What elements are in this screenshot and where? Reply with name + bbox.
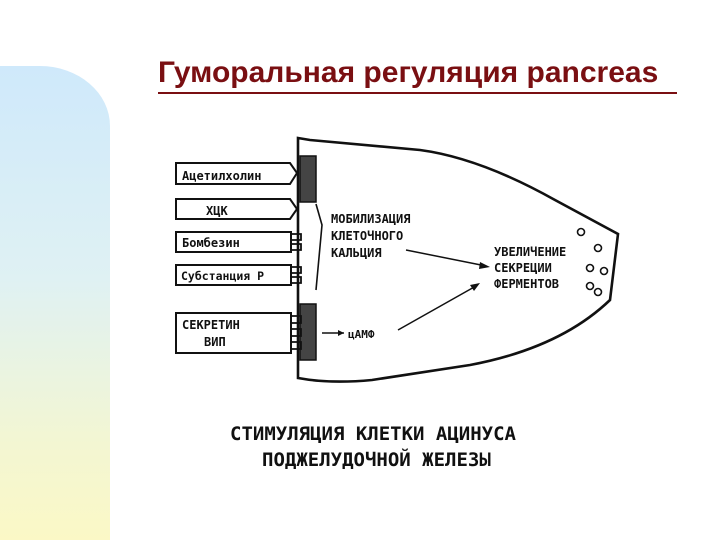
mobilization-line-3: КАЛЬЦИЯ	[331, 246, 382, 260]
granule	[576, 227, 586, 237]
granule	[593, 243, 603, 253]
secretory-granules	[576, 227, 609, 297]
membrane-strip	[299, 155, 317, 203]
membrane-strip-lower	[299, 303, 317, 361]
decorative-sidebar	[0, 66, 110, 540]
granule	[585, 281, 595, 291]
mobilization-line-1: МОБИЛИЗАЦИЯ	[331, 212, 410, 226]
receptor-label-cck: ХЦК	[206, 204, 228, 218]
caption-line-1: СТИМУЛЯЦИЯ КЛЕТКИ АЦИНУСА	[230, 423, 517, 445]
granule	[599, 266, 609, 276]
camp-label: цАМФ	[348, 328, 375, 341]
slide-title: Гуморальная регуляция pancreas	[158, 56, 698, 96]
calcium-bracket	[315, 203, 323, 291]
caption-line-2: ПОДЖЕЛУДОЧНОЙ ЖЕЛЕЗЫ	[262, 448, 491, 471]
calcium-to-secretion-arrow	[405, 249, 487, 267]
receptor-substance-p: Субстанция Р	[175, 264, 302, 286]
camp-to-secretion-arrow	[397, 285, 477, 331]
receptor-label-substance-p: Субстанция Р	[181, 269, 264, 283]
secretin-label: СЕКРЕТИН	[182, 318, 240, 332]
receptor-label-acetylcholine: Ацетилхолин	[182, 169, 261, 183]
receptor-acetylcholine: Ацетилхолин	[175, 162, 299, 185]
camp-arrowhead-2	[470, 283, 480, 291]
granule	[593, 287, 603, 297]
slide-title-text: Гуморальная регуляция pancreas	[158, 56, 659, 89]
result-line-2: СЕКРЕЦИИ	[494, 261, 552, 275]
granule	[585, 263, 595, 273]
cell-outline	[296, 136, 620, 383]
title-underline	[158, 92, 677, 94]
calcium-arrowhead	[479, 262, 490, 269]
mobilization-line-2: КЛЕТОЧНОГО	[331, 229, 403, 243]
vip-label: ВИП	[204, 335, 226, 349]
camp-arrowhead	[338, 330, 344, 336]
result-line-1: УВЕЛИЧЕНИЕ	[494, 245, 566, 259]
receptor-cck: ХЦК	[175, 198, 299, 220]
receptor-secretin-vip: СЕКРЕТИН ВИП	[175, 312, 302, 354]
receptor-bombesin: Бомбезин	[175, 231, 302, 253]
receptor-label-bombesin: Бомбезин	[182, 236, 240, 250]
result-line-3: ФЕРМЕНТОВ	[494, 277, 559, 291]
